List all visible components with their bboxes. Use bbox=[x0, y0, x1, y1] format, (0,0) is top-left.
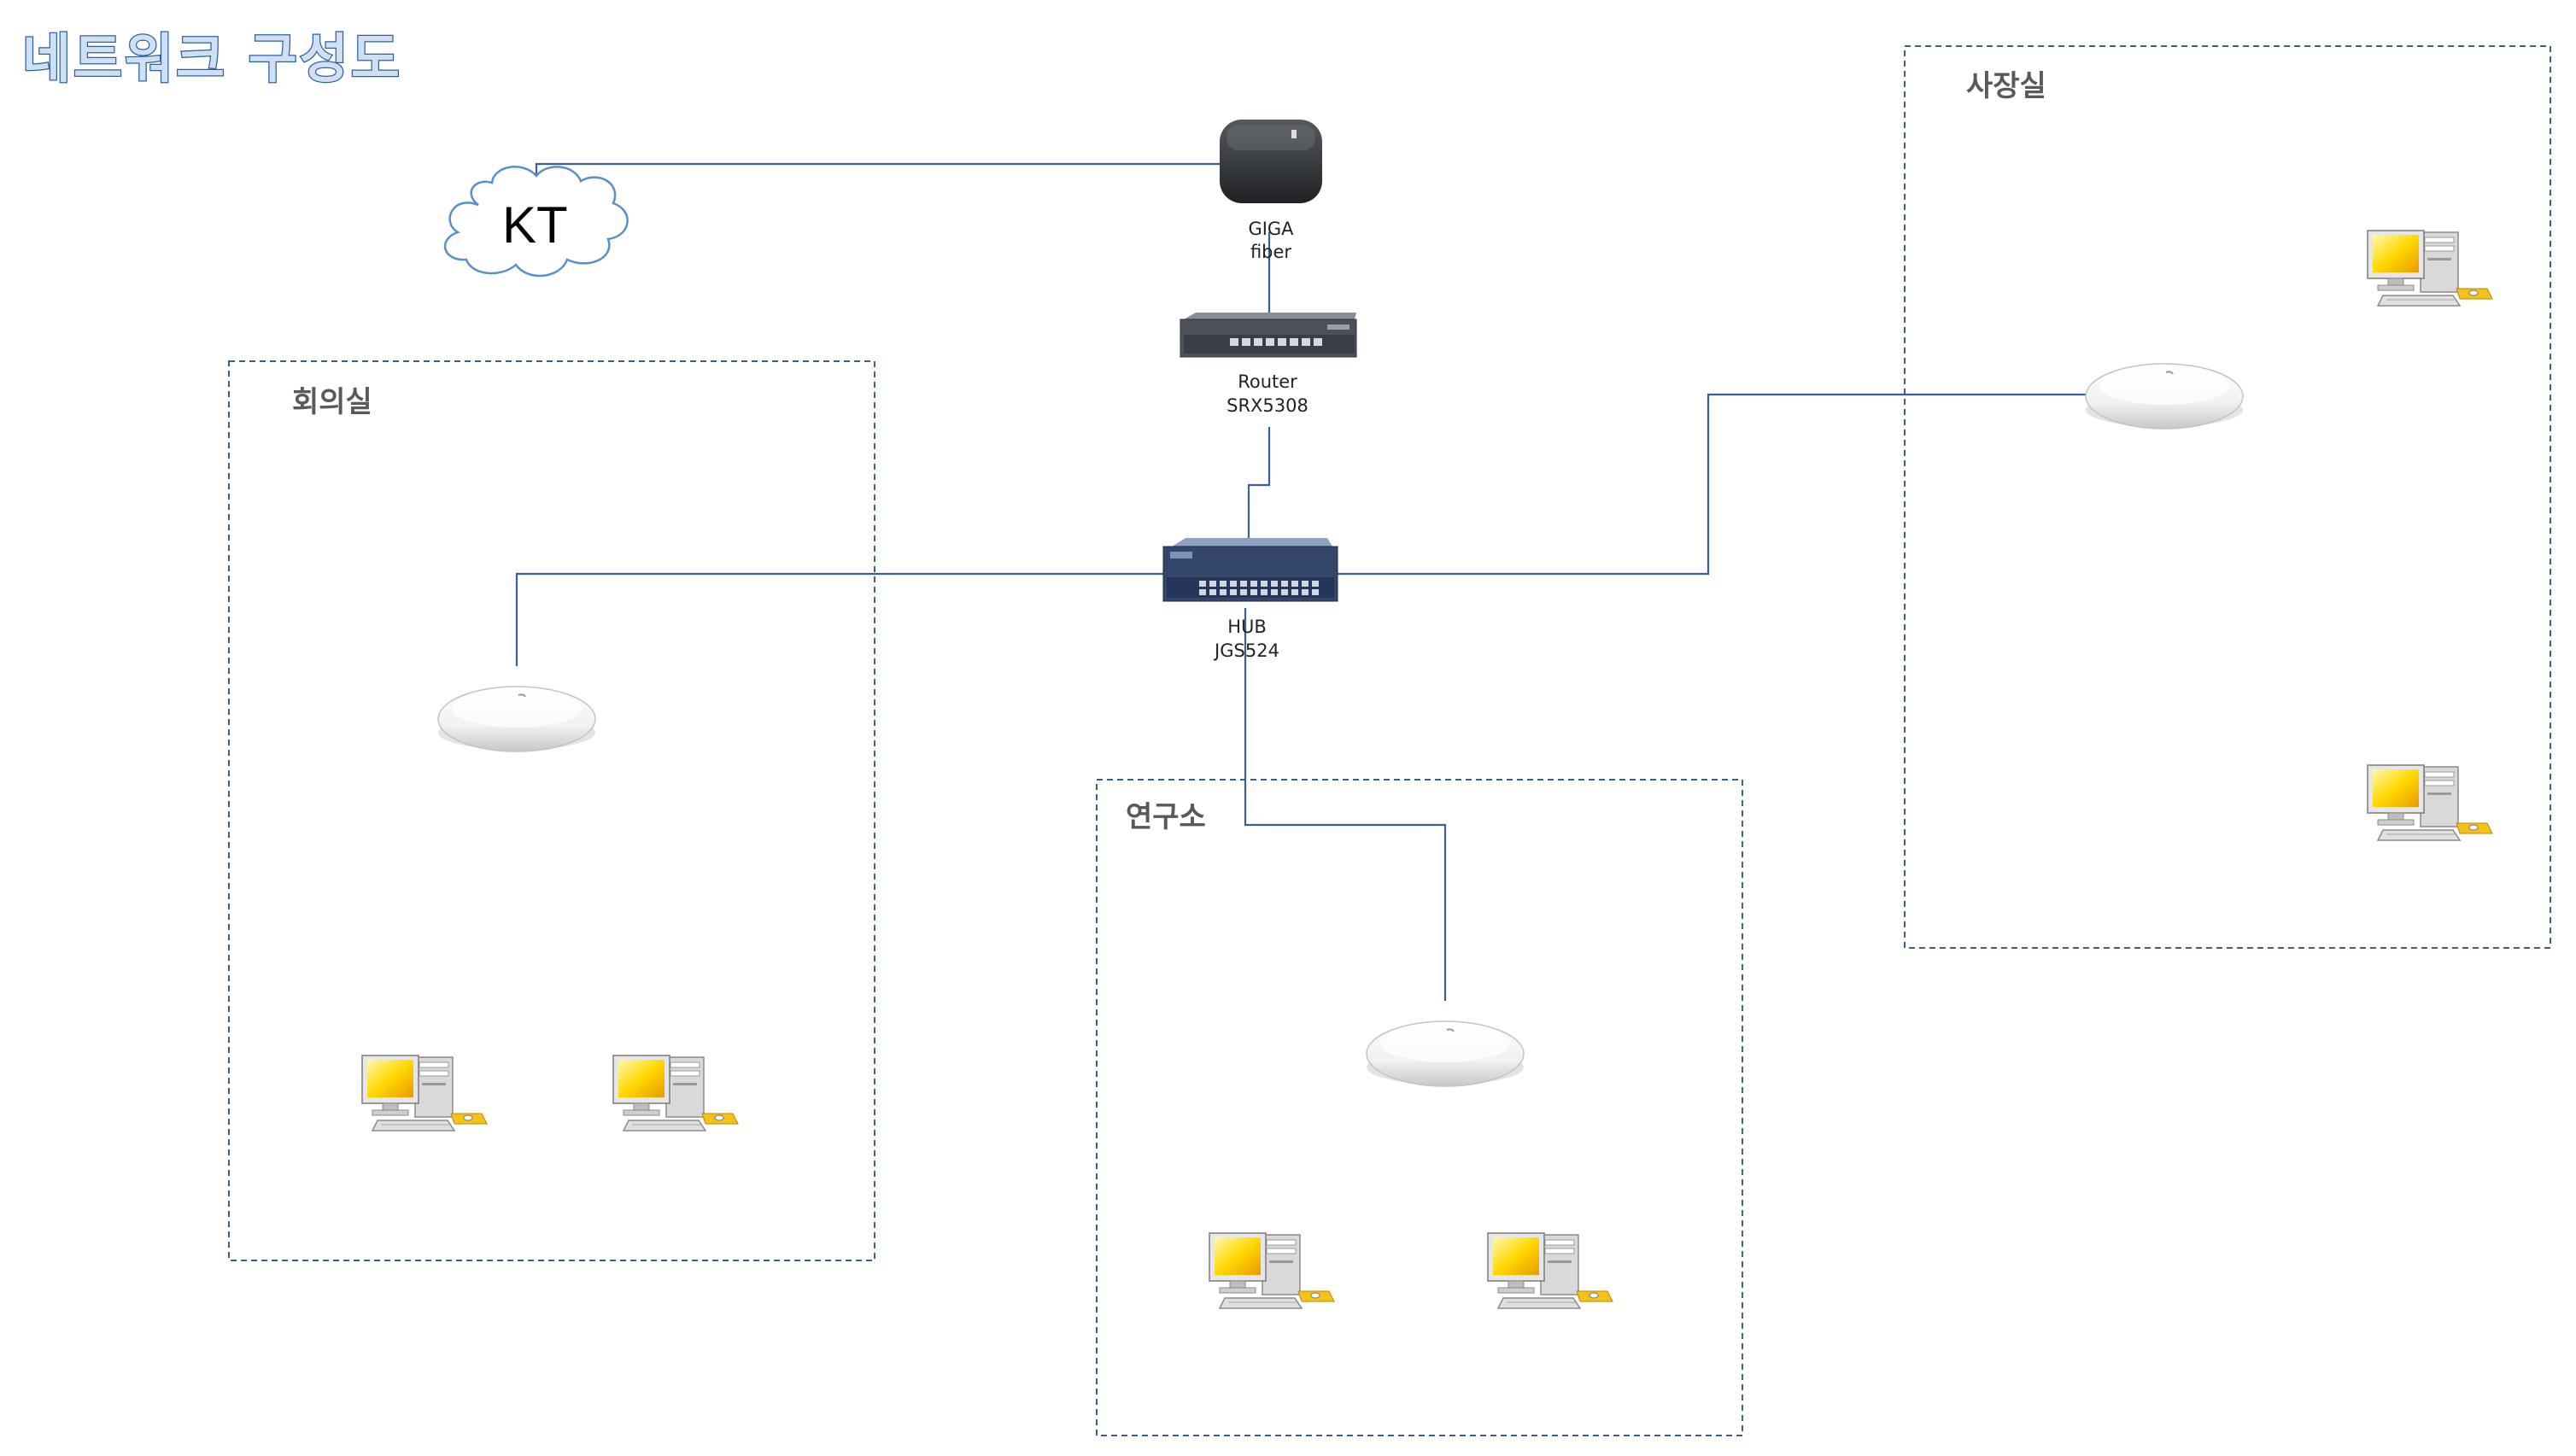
diagram-title: 네트워크 구성도 bbox=[22, 27, 402, 90]
hub-label-line2: JGS524 bbox=[1213, 640, 1279, 661]
modem-device: GIGA fiber bbox=[1220, 120, 1322, 262]
link-hub-ap-lab bbox=[1244, 608, 1447, 1001]
modem-icon bbox=[1220, 120, 1322, 203]
link-hub-ap-meeting bbox=[515, 572, 1163, 666]
modem-label-line1: GIGA bbox=[1248, 219, 1294, 239]
desktop-pc-icon bbox=[1487, 1232, 1613, 1309]
router-label-line1: Router bbox=[1238, 371, 1297, 392]
desktop-pc-icon bbox=[2367, 230, 2493, 307]
router-label-line2: SRX5308 bbox=[1227, 395, 1308, 416]
link-hub-ap-ceo bbox=[1338, 393, 2087, 576]
hub-device: HUB JGS524 bbox=[1162, 538, 1338, 661]
access-point-icon bbox=[2085, 363, 2244, 430]
desktop-pc-icon bbox=[2367, 764, 2493, 841]
cloud-label: KT bbox=[502, 196, 568, 254]
desktop-pc-icon bbox=[1209, 1232, 1335, 1309]
room-label-ceo: 사장실 bbox=[1966, 69, 2046, 103]
cloud-icon bbox=[443, 166, 629, 278]
connection-lines bbox=[515, 162, 2087, 1001]
hub-label-line1: HUB bbox=[1227, 617, 1267, 637]
router-icon bbox=[1180, 313, 1357, 358]
access-point-icon bbox=[1366, 1020, 1525, 1087]
desktop-pc-icon bbox=[361, 1055, 488, 1131]
room-box-meeting bbox=[228, 360, 875, 1261]
room-label-lab: 연구소 bbox=[1126, 800, 1206, 834]
switch-icon bbox=[1162, 538, 1338, 602]
room-box-lab bbox=[1096, 779, 1743, 1436]
room-label-meeting: 회의실 bbox=[292, 385, 372, 419]
access-point-icon bbox=[437, 686, 596, 752]
desktop-pc-icon bbox=[612, 1055, 739, 1131]
link-cloud-modem bbox=[535, 162, 1223, 188]
internet-cloud: KT bbox=[443, 166, 629, 278]
link-router-hub bbox=[1247, 427, 1271, 547]
router-device: Router SRX5308 bbox=[1180, 313, 1357, 416]
modem-label-line2: fiber bbox=[1250, 242, 1291, 262]
room-box-ceo bbox=[1904, 45, 2551, 949]
